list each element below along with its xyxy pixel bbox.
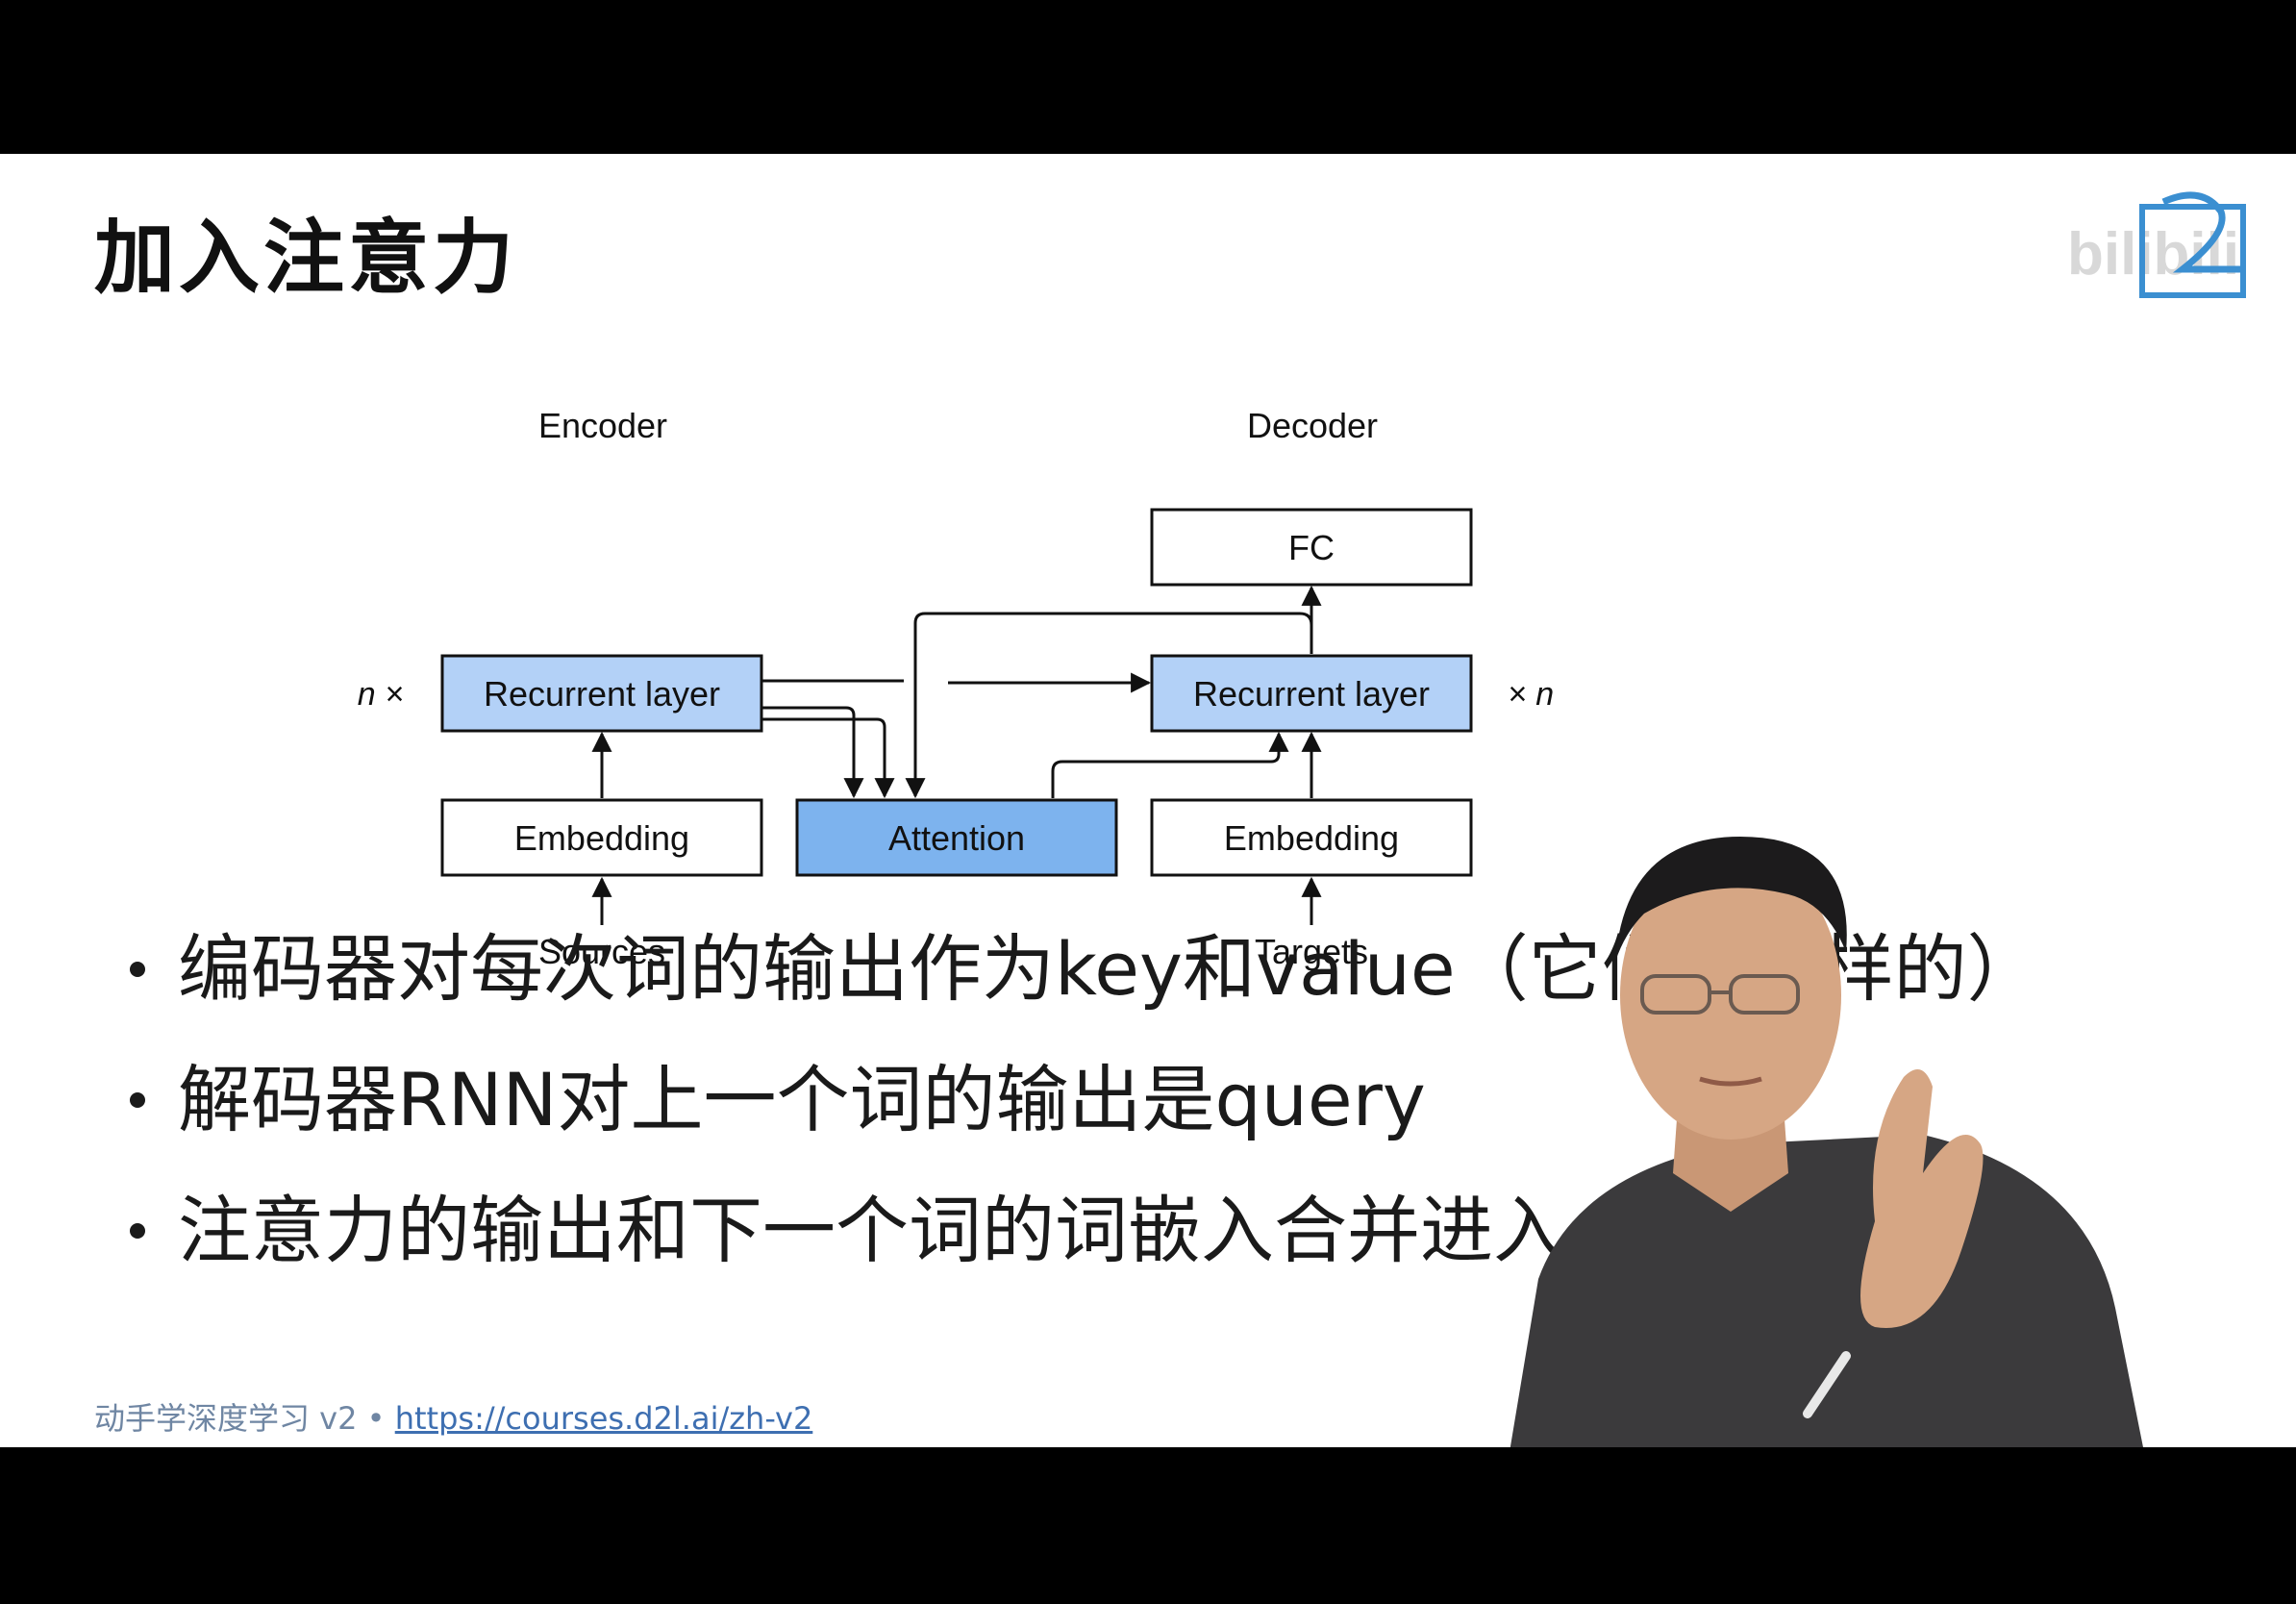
attention-box xyxy=(795,798,1118,877)
footer: 动手学深度学习 v2 • https://courses.d2l.ai/zh-v… xyxy=(94,1394,812,1439)
watermark-text: bilibili xyxy=(2067,221,2239,288)
decoder-recurrent-box xyxy=(1150,654,1473,733)
bullet-dot-icon xyxy=(130,1223,145,1239)
key-arrow xyxy=(761,706,864,799)
bullet-dot-icon xyxy=(130,962,145,977)
value-arrow xyxy=(761,717,895,799)
slide: 加入注意力 bilibili Encoder Decoder FC Recurr… xyxy=(0,154,2296,1447)
encoder-label: Encoder xyxy=(538,406,667,445)
right-multiplier: × n xyxy=(1508,676,1554,713)
sources-label: Sources xyxy=(538,932,665,971)
encoder-embedding-box xyxy=(440,798,763,877)
footer-text: 动手学深度学习 v2 • xyxy=(94,1400,395,1437)
left-multiplier: n × xyxy=(358,676,404,713)
presenter-figure xyxy=(1510,837,2143,1447)
encoder-recurrent-box xyxy=(440,654,763,733)
decoder-embedding-label: Embedding xyxy=(1224,818,1399,858)
encoder-recurrent-label: Recurrent layer xyxy=(484,674,720,714)
fc-box xyxy=(1150,508,1473,587)
course-link[interactable]: https://courses.d2l.ai/zh-v2 xyxy=(394,1400,813,1437)
slide-title: 加入注意力 xyxy=(94,211,518,305)
attention-label: Attention xyxy=(888,818,1025,858)
bullet-text: 解码器RNN对上一个词的输出是query xyxy=(178,1057,1426,1142)
encoder-decoder-diagram: Encoder Decoder FC Recurrent layer Recur… xyxy=(358,406,1554,971)
attention-output-arrow xyxy=(1051,731,1289,798)
targets-label: Targets xyxy=(1255,932,1368,971)
bullet-text: 注意力的输出和下一个词的词嵌入合并进入 xyxy=(178,1188,1566,1273)
query-arrow xyxy=(905,612,1313,799)
fc-label: FC xyxy=(1288,528,1335,567)
d2l-logo-icon: bilibili xyxy=(2067,191,2246,298)
decoder-label: Decoder xyxy=(1247,406,1378,445)
bullet-item: 注意力的输出和下一个词的词嵌入合并进入 xyxy=(125,1165,2040,1296)
decoder-embedding-box xyxy=(1150,798,1473,877)
encoder-embedding-label: Embedding xyxy=(514,818,689,858)
decoder-recurrent-label: Recurrent layer xyxy=(1193,674,1430,714)
bullet-item: 解码器RNN对上一个词的输出是query xyxy=(125,1035,2040,1165)
bullet-dot-icon xyxy=(130,1092,145,1108)
